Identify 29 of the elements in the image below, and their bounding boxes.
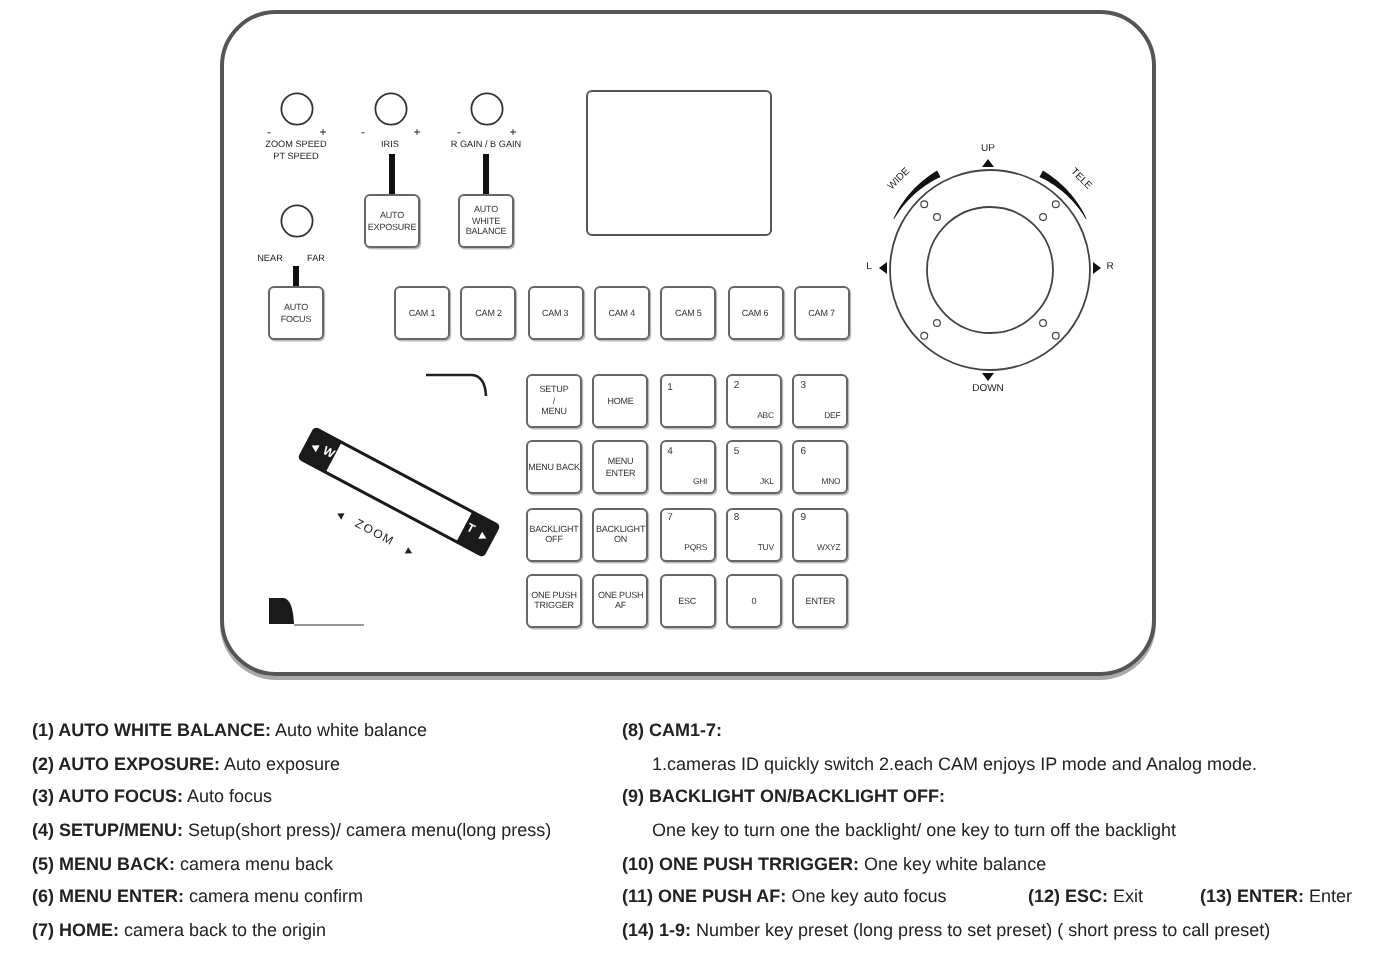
keypad-key [792,374,849,428]
keypad-key [725,440,782,495]
section-heading: (9) BACKLIGHT ON/BACKLIGHT OFF: [622,784,945,808]
description-text: (4) SETUP/MENU: Setup(short press)/ camera menu(long press) [32,818,552,842]
keypad-key [659,507,716,562]
keypad-key [792,440,849,495]
description-text: (2) AUTO EXPOSURE: Auto exposure [32,752,341,776]
connector-line [389,154,395,194]
description-text: (11) ONE PUSH AF: One key auto focus [622,884,947,908]
keypad-key [725,507,782,562]
description-text: 1.cameras ID quickly switch 2.each CAM enjoys IP mode and Analog mode. [652,752,1257,776]
connector-line [293,266,299,286]
section-heading: (8) CAM1-7: [622,718,723,742]
description-text: (10) ONE PUSH TRRIGGER: One key white balance [622,852,1047,876]
connector-line [483,154,489,194]
description-text: (6) MENU ENTER: camera menu confirm [32,884,364,908]
control-panel [220,10,1156,676]
description-text: (12) ESC: Exit [1028,884,1144,908]
description-text: (3) AUTO FOCUS: Auto focus [32,784,273,808]
description-text: (5) MENU BACK: camera menu back [32,852,334,876]
display-screen [586,90,772,236]
description-text: (1) AUTO WHITE BALANCE: Auto white balance [32,718,428,742]
description-text: (14) 1-9: Number key preset (long press to set preset) ( short press to call preset) [622,918,1271,942]
description-text: (7) HOME: camera back to the origin [32,918,327,942]
description-text: One key to turn one the backlight/ one key to turn off the backlight [652,818,1176,842]
description-text: (13) ENTER: Enter [1200,884,1353,908]
keypad-key [659,440,716,495]
keypad-key [792,507,849,562]
keypad-key [725,374,782,428]
